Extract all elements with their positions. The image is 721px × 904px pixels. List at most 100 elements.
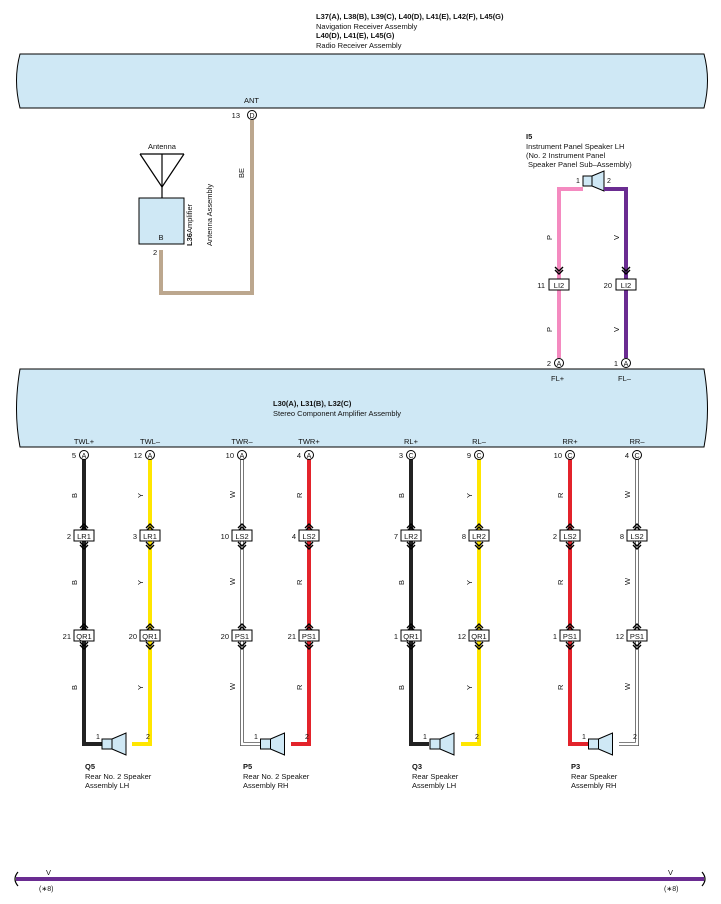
antenna-pin: 2	[153, 248, 157, 257]
wire-color-label: B	[397, 580, 406, 585]
wire-color-label: Y	[136, 493, 145, 498]
wire-outline	[240, 458, 260, 746]
wire-B	[82, 458, 102, 746]
amplifier-antenna-box	[138, 197, 185, 245]
amp-pin-connector	[632, 450, 642, 460]
nav-unit-codes: L37(A), L38(B), L39(C), L40(D), L41(E), …	[316, 12, 504, 21]
amp-pin-connector	[406, 450, 416, 460]
amp-pin-number: 4	[625, 451, 629, 460]
nav-unit-name: Navigation Receiver Assembly	[316, 22, 418, 31]
speaker-name-line2: Assembly LH	[412, 781, 456, 790]
inline-connector	[73, 629, 95, 642]
antenna-title: Antenna	[148, 142, 177, 151]
inline-connector-pin: 21	[63, 632, 71, 641]
ip-speaker-pin1: 1	[576, 178, 580, 185]
speaker-name-line1: Rear Speaker	[412, 772, 459, 781]
fl-plus-connector-letter: A	[557, 361, 562, 368]
inline-connector-pin: 8	[620, 532, 624, 541]
inline-connector-pin: 3	[133, 532, 137, 541]
amplifier-codes: L30(A), L31(B), L32(C)	[273, 399, 352, 408]
ip-speaker-code: I5	[526, 132, 532, 141]
amp-pin-connector	[304, 450, 314, 460]
inline-connector-pin: 1	[553, 632, 557, 641]
speaker-name-line1: Rear No. 2 Speaker	[85, 772, 152, 781]
inline-connector-label: LS2	[563, 532, 576, 541]
wire-color-label: W	[623, 490, 632, 498]
antenna-name2: Antenna Assembly	[205, 184, 214, 246]
speaker-pin2: 2	[146, 734, 150, 741]
inline-connector	[298, 629, 320, 642]
amp-connector-letter: C	[408, 453, 413, 460]
ip-speaker-line3: Speaker Panel Sub–Assembly)	[528, 160, 632, 169]
wire-W	[240, 458, 260, 746]
nav-receiver-box	[16, 53, 708, 109]
li2-label-p: LI2	[554, 281, 564, 290]
speaker-pin1: 1	[582, 734, 586, 741]
bus-ref-left: (∗8)	[39, 886, 53, 893]
inline-connector	[559, 629, 581, 642]
inline-connector-label: QR1	[76, 632, 91, 641]
inline-connector-pin: 20	[129, 632, 137, 641]
amplifier-name: Stereo Component Amplifier Assembly	[273, 409, 401, 418]
wire-v	[604, 187, 628, 358]
wire-v-label-2: V	[612, 327, 621, 332]
inline-connector-label: LS2	[630, 532, 643, 541]
wire-color-label: W	[623, 682, 632, 690]
amp-pin-number: 12	[134, 451, 142, 460]
speaker-name-line2: Assembly RH	[243, 781, 288, 790]
li2-pin-p: 11	[537, 281, 545, 290]
fl-minus-connector	[621, 358, 631, 368]
wire-color-label: R	[295, 684, 304, 690]
inline-connector	[139, 629, 161, 642]
wire-color-label: W	[228, 682, 237, 690]
speaker-name-line2: Assembly LH	[85, 781, 129, 790]
channel-label: TWL+	[74, 437, 95, 446]
li2-label-v: LI2	[621, 281, 631, 290]
inline-connector	[559, 529, 581, 542]
amp-pin-connector	[79, 450, 89, 460]
channel-label: RL+	[404, 437, 419, 446]
inline-connector-label: LR2	[472, 532, 486, 541]
wire-v-label-1: V	[612, 235, 621, 240]
inline-connector-pin: 4	[292, 532, 296, 541]
wire-p-label-2: P	[545, 327, 554, 332]
speaker-code: P3	[571, 762, 580, 771]
li2-connector-p	[548, 278, 570, 291]
amp-pin-number: 4	[297, 451, 301, 460]
ip-speaker-label: I5 Instrument Panel Speaker LH (No. 2 In…	[526, 132, 632, 169]
ant-pin: 13	[232, 111, 240, 120]
amp-connector-letter: A	[307, 453, 312, 460]
bus-break-right	[701, 871, 706, 887]
speaker-pin1: 1	[254, 734, 258, 741]
inline-connector-pin: 12	[616, 632, 624, 641]
li2-pin-v: 20	[604, 281, 612, 290]
inline-connector	[400, 529, 422, 542]
amp-connector-letter: A	[148, 453, 153, 460]
inline-connector-label: PS1	[302, 632, 316, 641]
wire-color-label: B	[70, 493, 79, 498]
inline-connector-pin: 10	[221, 532, 229, 541]
antenna-name1: Amplifier	[185, 203, 194, 233]
channel-label: RL–	[472, 437, 487, 446]
wire-color-label: Y	[465, 580, 474, 585]
channel-label: TWL–	[140, 437, 161, 446]
amp-pin-number: 10	[226, 451, 234, 460]
fl-plus-connector	[554, 358, 564, 368]
ip-speaker-line1: Instrument Panel Speaker LH	[526, 142, 624, 151]
wire-Y	[132, 458, 152, 746]
amp-connector-letter: C	[476, 453, 481, 460]
amp-pin-number: 9	[467, 451, 471, 460]
inline-connector	[139, 529, 161, 542]
inline-connector	[298, 529, 320, 542]
wire-R	[291, 458, 311, 746]
wire-color-label: R	[295, 492, 304, 498]
wire-color-label: W	[228, 577, 237, 585]
